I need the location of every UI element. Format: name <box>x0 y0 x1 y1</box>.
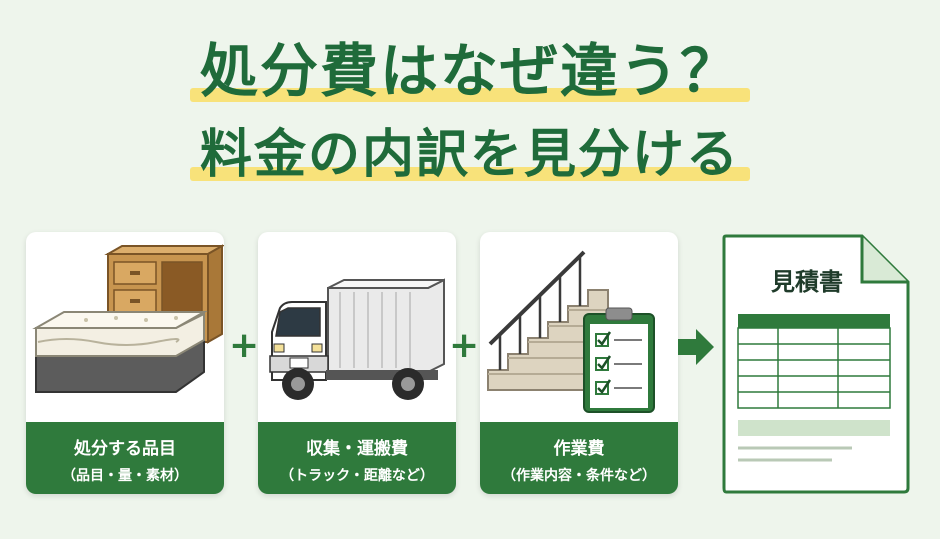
card-collection-transport: 収集・運搬費 （トラック・距離など） <box>258 232 456 494</box>
title-text-1: 処分費はなぜ違う？ <box>189 24 751 108</box>
card-label: 処分する品目 （品目・量・素材） <box>26 422 224 494</box>
title-line-1: 処分費はなぜ違う？ <box>0 24 940 108</box>
card-label: 作業費 （作業内容・条件など） <box>480 422 678 494</box>
card-label: 収集・運搬費 （トラック・距離など） <box>258 422 456 494</box>
card-label-sub: （作業内容・条件など） <box>502 468 656 484</box>
estimate-document-icon <box>722 234 910 494</box>
mattress-and-drawer-icon <box>32 244 224 393</box>
stairs-and-checklist-icon <box>487 250 655 413</box>
plus-sign: + <box>449 325 480 366</box>
card-label-main: 作業費 <box>553 439 605 459</box>
title-line-2: 料金の内訳を見分ける <box>0 112 940 187</box>
card-label-main: 処分する品目 <box>74 439 176 459</box>
card-disposal-items: 処分する品目 （品目・量・素材） <box>26 232 224 494</box>
card-label-sub: （トラック・距離など） <box>280 468 434 484</box>
card-label-main: 収集・運搬費 <box>306 439 408 459</box>
card-label-sub: （品目・量・素材） <box>62 468 188 484</box>
right-arrow-icon <box>678 329 714 365</box>
estimate-document-title: 見積書 <box>771 268 843 296</box>
title-text-2: 料金の内訳を見分ける <box>189 112 751 187</box>
plus-sign: + <box>229 325 260 366</box>
truck-icon <box>269 278 445 400</box>
card-work-fee: 作業費 （作業内容・条件など） <box>480 232 678 494</box>
